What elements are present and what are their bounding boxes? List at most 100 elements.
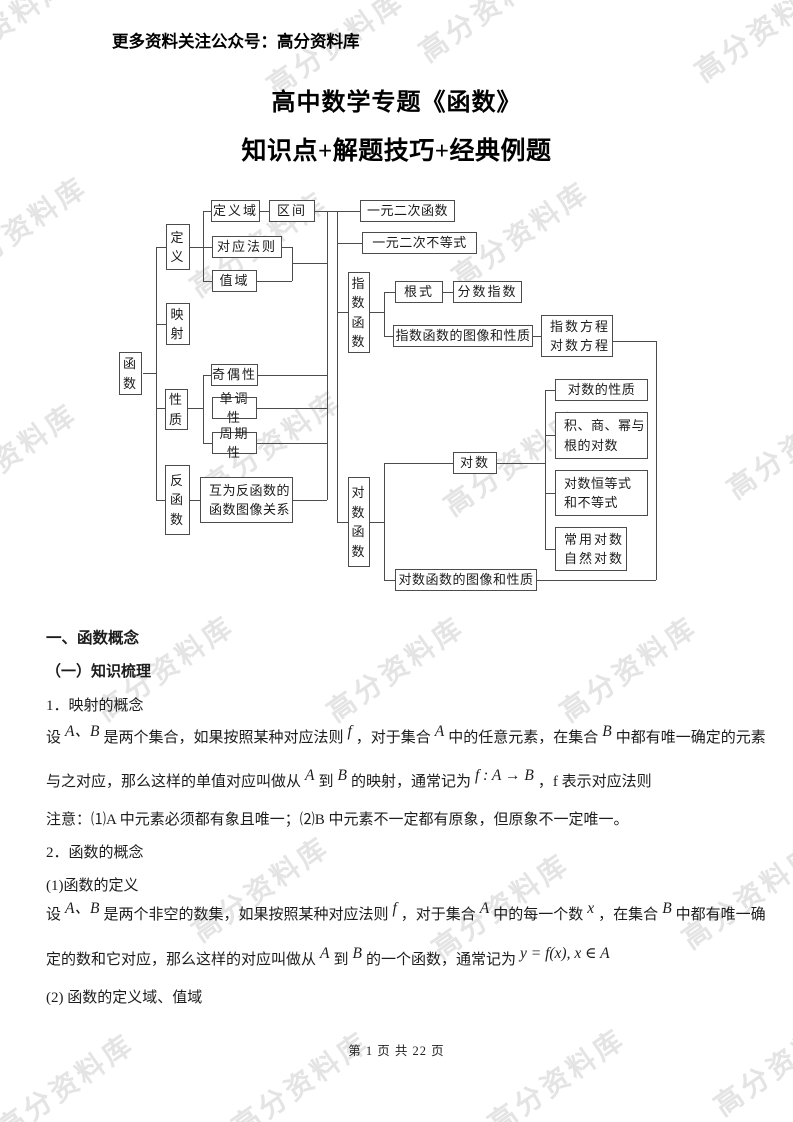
diagram-connector-line — [203, 375, 204, 443]
diagram-node-fangcheng: 指数方程 对数方程 — [541, 315, 613, 357]
diagram-node-ji-shang-mi: 积、商、幂与 根的对数 — [555, 412, 648, 459]
diagram-connector-line — [384, 463, 385, 580]
page-footer: 第 1 页 共 22 页 — [348, 1044, 445, 1058]
body-line: 注意：⑴A 中元素必须都有象且唯一；⑵B 中元素不一定都有原象，但原象不一定唯一… — [46, 809, 753, 831]
math-expression: f — [347, 723, 352, 740]
diagram-connector-line — [190, 500, 200, 501]
diagram-node-duishu-tuxiang: 对数函数的图像和性质 — [395, 569, 537, 591]
text-run: 到 — [318, 774, 334, 790]
diagram-connector-line — [156, 247, 166, 248]
text-run: ，对于集合 — [355, 730, 431, 746]
body-line: (1)函数的定义 — [46, 875, 753, 897]
diagram-connector-line — [327, 211, 328, 500]
diagram-node-zhiyu: 值域 — [212, 270, 257, 292]
page-subtitle: 知识点+解题技巧+经典例题 — [241, 138, 552, 165]
diagram-connector-line — [188, 408, 203, 409]
page-title: 高中数学专题《函数》 — [271, 90, 522, 116]
diagram-node-hengdengshi: 对数恒等式 和不等式 — [555, 470, 648, 516]
diagram-connector-line — [545, 493, 555, 494]
diagram-node-huwei: 互为反函数的 函数图像关系 — [200, 477, 293, 523]
diagram-connector-line — [203, 443, 212, 444]
diagram-node-yiyuan-budengshi: 一元二次不等式 — [362, 232, 477, 254]
diagram-node-qujian: 区间 — [269, 200, 315, 222]
text-run: 是两个非空的数集，如果按照某种对应法则 — [103, 907, 389, 923]
diagram-connector-line — [337, 211, 338, 522]
math-expression: y = f(x), x ∈ A — [519, 945, 610, 962]
diagram-node-fenshu-zhishu: 分数指数 — [453, 281, 522, 303]
text-run: 中都有唯一确 — [675, 907, 766, 923]
math-expression: A — [305, 767, 315, 784]
diagram-connector-line — [156, 324, 166, 325]
diagram-connector-line — [384, 463, 453, 464]
diagram-connector-line — [497, 463, 545, 464]
diagram-connector-line — [443, 292, 453, 293]
text-run: 定的数和它对应，那么这样的对应叫做从 — [46, 952, 317, 968]
math-expression: A — [479, 900, 490, 917]
diagram-node-xingzhi: 性 质 — [165, 389, 188, 430]
diagram-node-duishu-hanshu: 对 数 函 数 — [348, 477, 370, 567]
body-line: (2) 函数的定义域、值域 — [46, 987, 753, 1009]
diagram-connector-line — [337, 522, 348, 523]
diagram-connector-line — [545, 549, 555, 550]
text-run: ，在集合 — [598, 907, 659, 923]
diagram-connector-line — [156, 500, 165, 501]
diagram-connector-line — [260, 211, 269, 212]
diagram-connector-line — [156, 247, 157, 500]
diagram-node-zhishu-tuxiang: 指数函数的图像和性质 — [393, 325, 533, 347]
diagram-connector-line — [203, 211, 211, 212]
diagram-connector-line — [545, 390, 555, 391]
math-expression: B — [602, 723, 612, 740]
diagram-connector-line — [656, 341, 657, 580]
text-run: ，f 表示对应法则 — [537, 774, 652, 790]
text-run: 与之对应，那么这样的单值对应叫做从 — [46, 774, 302, 790]
header-note: 更多资料关注公众号：高分资料库 — [112, 33, 360, 51]
diagram-connector-line — [337, 312, 348, 313]
text-run: （一）知识梳理 — [46, 664, 152, 680]
diagram-connector-line — [282, 247, 292, 248]
math-expression: A — [434, 723, 445, 740]
diagram-connector-line — [613, 341, 656, 342]
math-expression: A、B — [65, 723, 100, 740]
math-expression: f : A → B — [474, 767, 534, 784]
diagram-connector-line — [384, 580, 395, 581]
math-expression: A、B — [65, 900, 100, 917]
text-run: (1)函数的定义 — [46, 878, 139, 894]
diagram-connector-line — [143, 373, 156, 374]
diagram-connector-line — [384, 336, 393, 337]
diagram-connector-line — [258, 375, 327, 376]
text-run: 设 — [46, 907, 62, 923]
diagram-node-duishu-xingzhi: 对数的性质 — [555, 379, 648, 401]
text-run: 是两个集合，如果按照某种对应法则 — [103, 730, 344, 746]
subsection-heading: （一）知识梳理 — [46, 661, 753, 683]
diagram-connector-line — [384, 292, 385, 336]
text-run: 的映射，通常记为 — [350, 774, 471, 790]
text-run: 中的每一个数 — [493, 907, 584, 923]
math-expression: A — [320, 945, 330, 962]
diagram-connector-line — [203, 375, 211, 376]
text-run: 1．映射的概念 — [46, 698, 144, 714]
math-expression: B — [352, 945, 362, 962]
body-line: 2．函数的概念 — [46, 842, 753, 864]
diagram-connector-line — [156, 408, 165, 409]
diagram-node-zhishu-hanshu: 指 数 函 数 — [348, 272, 370, 353]
diagram-connector-line — [370, 312, 384, 313]
math-expression: f — [392, 900, 397, 917]
text-run: (2) 函数的定义域、值域 — [46, 990, 203, 1006]
diagram-node-dingyi: 定 义 — [166, 224, 190, 270]
text-run: 2．函数的概念 — [46, 845, 144, 861]
diagram-connector-line — [203, 281, 212, 282]
text-run: ，对于集合 — [400, 907, 476, 923]
diagram-node-hanshu: 函 数 — [119, 352, 142, 395]
diagram-connector-line — [545, 435, 555, 436]
diagram-node-yingshe: 映 射 — [166, 303, 190, 345]
diagram-node-genshi: 根式 — [395, 281, 443, 303]
diagram-connector-line — [257, 408, 327, 409]
diagram-node-duishu: 对数 — [453, 452, 497, 474]
